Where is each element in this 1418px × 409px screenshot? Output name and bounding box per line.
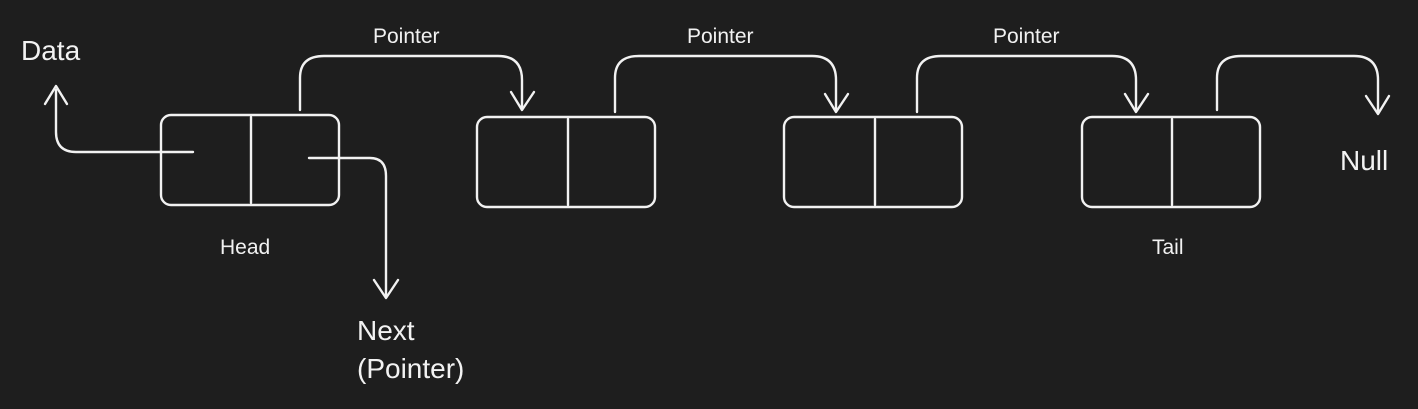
head-label: Head: [220, 236, 270, 259]
pointer-arrow-3: [915, 54, 1150, 114]
pointer-arrow-2: [613, 54, 850, 114]
node-3: [782, 115, 964, 209]
node-head: [159, 113, 341, 207]
null-label: Null: [1340, 145, 1388, 176]
pointer-label-3: Pointer: [993, 25, 1060, 48]
next-label-line1: Next: [357, 315, 415, 346]
next-label-line2: (Pointer): [357, 353, 464, 384]
node-2-box: [475, 115, 657, 209]
next-arrow: [307, 156, 400, 300]
data-label: Data: [21, 35, 81, 66]
pointer-arrow-1: [298, 54, 536, 112]
pointer-label-1: Pointer: [373, 25, 440, 48]
null-arrow: [1215, 54, 1391, 116]
node-2: [475, 115, 657, 209]
pointer-label-2: Pointer: [687, 25, 754, 48]
node-tail-box: [1080, 115, 1262, 209]
node-head-box: [159, 113, 341, 207]
node-3-box: [782, 115, 964, 209]
node-tail: [1080, 115, 1262, 209]
tail-label: Tail: [1152, 236, 1184, 259]
data-arrow: [43, 84, 195, 154]
